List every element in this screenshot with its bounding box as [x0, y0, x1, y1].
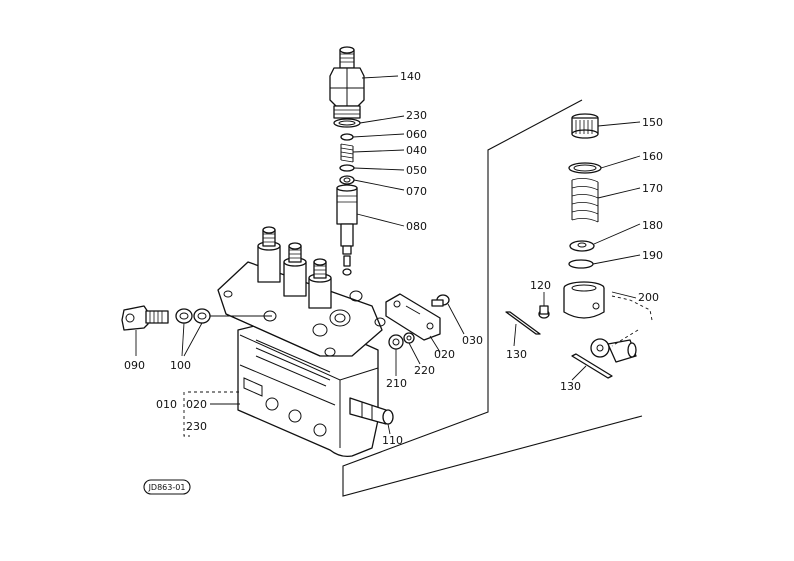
label-160: 160: [642, 150, 663, 163]
label-040: 040: [406, 144, 427, 157]
drawing-code: JD863-01: [148, 483, 186, 492]
part-labels: 140 230 060 040 050 070 080 150 160 170 …: [124, 70, 663, 447]
label-200: 200: [638, 291, 659, 304]
drawing-code-badge: JD863-01: [143, 479, 191, 495]
label-140: 140: [400, 70, 421, 83]
label-170: 170: [642, 182, 663, 195]
label-220: 220: [414, 364, 435, 377]
tappet-stack: [505, 113, 653, 379]
label-110: 110: [382, 434, 403, 447]
label-090: 090: [124, 359, 145, 372]
label-050: 050: [406, 164, 427, 177]
label-230-top: 230: [406, 109, 427, 122]
label-070: 070: [406, 185, 427, 198]
pump-body: [217, 226, 394, 458]
assembly-bracket-line: [342, 99, 643, 497]
label-130-left: 130: [506, 348, 527, 361]
label-120: 120: [530, 279, 551, 292]
injector-stack: [329, 46, 365, 276]
label-020-body: 020: [186, 398, 207, 411]
label-150: 150: [642, 116, 663, 129]
label-030: 030: [462, 334, 483, 347]
label-180: 180: [642, 219, 663, 232]
leader-lines: [135, 75, 641, 437]
label-210: 210: [386, 377, 407, 390]
cover-plate-group: [385, 293, 450, 350]
label-080: 080: [406, 220, 427, 233]
label-130-right: 130: [560, 380, 581, 393]
label-190: 190: [642, 249, 663, 262]
label-060: 060: [406, 128, 427, 141]
label-020-plate: 020: [434, 348, 455, 361]
bolt-and-washers: [121, 305, 272, 331]
label-100: 100: [170, 359, 191, 372]
label-230-body: 230: [186, 420, 207, 433]
label-010: 010: [156, 398, 177, 411]
